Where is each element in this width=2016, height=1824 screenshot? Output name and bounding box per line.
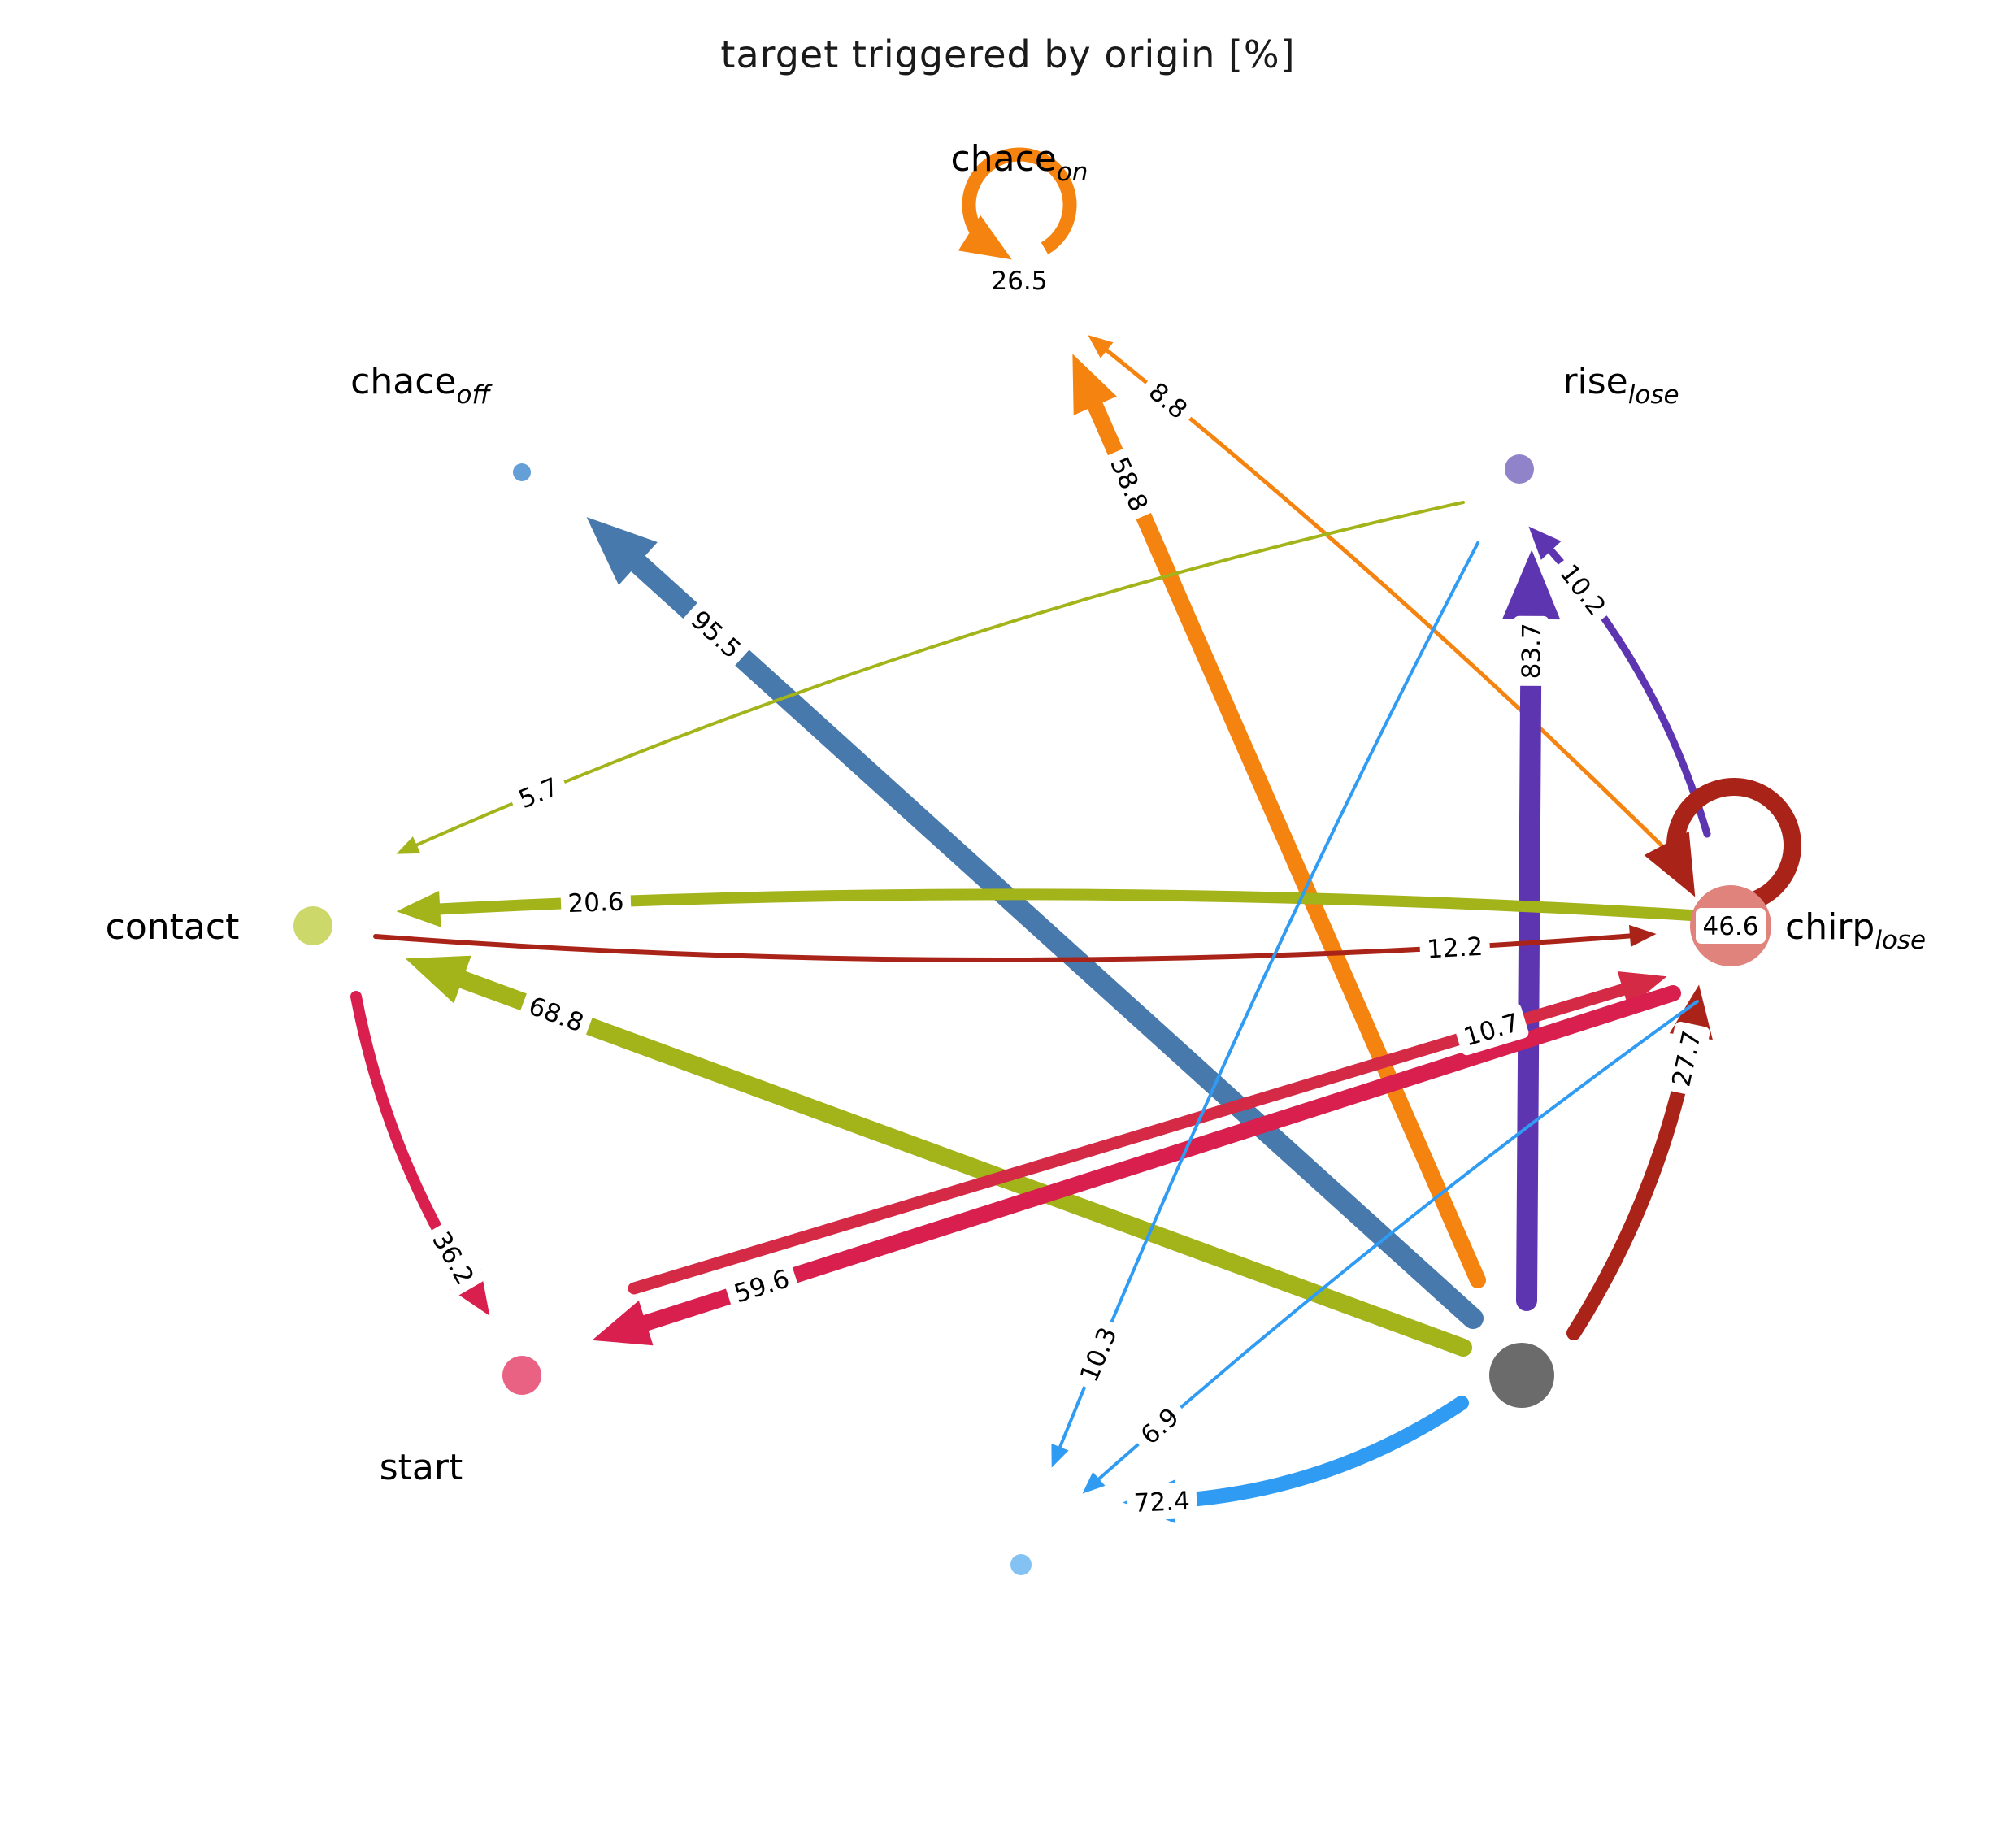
edge-node_gray-node_blue-value-label: 72.4 <box>1126 1482 1197 1521</box>
edge-label-box <box>1070 1317 1127 1392</box>
edge-chirp_lose-contact-value-label: 20.6 <box>560 883 632 922</box>
chart-title: target triggered by origin [%] <box>720 33 1296 76</box>
edge-label-box <box>560 883 632 922</box>
edges-layer <box>350 147 1801 1524</box>
edge-chirp_lose-contact-arrowhead <box>396 890 441 927</box>
edge-label-box <box>1549 553 1617 626</box>
node-label-contact: contact <box>106 906 240 948</box>
edge-rise_lose-contact-arrowhead <box>396 836 421 854</box>
edge-label-box <box>1419 927 1491 967</box>
edge-label-box <box>1513 615 1549 686</box>
edge-contact-chirp_lose-value-label: 12.2 <box>1419 927 1491 967</box>
edge-chirp_lose-chirp_lose-line <box>1666 778 1801 913</box>
edge-chirp_lose-rise_lose-arrowhead <box>1528 526 1562 560</box>
edge-label-text: 46.6 <box>1702 912 1758 941</box>
node-label-chirp_lose: chirplose <box>1785 906 1926 955</box>
edge-label-box <box>1137 371 1199 430</box>
edge-chace_on-chace_on-line <box>962 147 1077 255</box>
edge-node_gray-chace_on-arrowhead <box>1072 354 1117 415</box>
edge-chirp_lose-start-arrowhead <box>592 1300 654 1346</box>
edge-rise_lose-node_blue <box>1051 541 1479 1468</box>
edge-label-text: 12.2 <box>1426 932 1484 965</box>
edge-label-box <box>1453 1003 1529 1056</box>
edge-label-text: 20.6 <box>567 888 624 919</box>
node-rise_lose <box>1505 454 1534 484</box>
edge-rise_lose-contact-value-label: 5.7 <box>507 767 570 819</box>
edge-label-box <box>1101 446 1158 522</box>
edge-chirp_lose-start-value-label: 59.6 <box>724 1259 799 1313</box>
edge-node_gray-contact-value-label: 68.8 <box>519 987 594 1042</box>
edge-node_gray-rise_lose-line <box>1516 568 1542 1311</box>
edge-chirp_lose-node_blue-value-label: 6.9 <box>1128 1396 1191 1456</box>
edge-labels-layer: 26.58.858.810.283.795.55.720.668.812.210… <box>422 263 1766 1521</box>
edge-label-text: 26.5 <box>991 267 1047 296</box>
edge-chirp_lose-chirp_lose <box>1644 778 1801 913</box>
edge-chirp_lose-node_blue-arrowhead <box>1082 1471 1106 1494</box>
edge-chirp_lose-chace_on-value-label: 8.8 <box>1137 371 1199 430</box>
node-node_gray <box>1489 1343 1554 1408</box>
node-label-rise_lose: riselose <box>1562 361 1679 410</box>
edge-node_gray-rise_lose-value-label: 83.7 <box>1513 615 1549 686</box>
edge-label-box <box>724 1259 799 1313</box>
edge-label-box <box>507 767 570 819</box>
edge-rise_lose-node_blue-arrowhead <box>1051 1443 1069 1468</box>
edge-chirp_lose-chace_on-arrowhead <box>1088 335 1114 358</box>
edge-contact-chirp_lose-arrowhead <box>1628 924 1657 948</box>
edge-label-box <box>680 599 752 669</box>
edge-chace_on-chace_on-arrowhead <box>958 215 1012 260</box>
edge-rise_lose-node_blue-value-label: 10.3 <box>1070 1317 1127 1392</box>
node-start <box>502 1356 541 1395</box>
edge-label-box <box>984 263 1054 298</box>
node-label-start: start <box>380 1447 463 1488</box>
edge-chace_on-chace_on <box>958 147 1077 260</box>
node-label-chace_off: chaceoff <box>350 361 493 410</box>
node-label-chace_on: chaceon <box>951 138 1088 187</box>
edge-node_gray-chace_off-arrowhead <box>586 517 658 585</box>
edge-chirp_lose-chirp_lose-value-label: 46.6 <box>1696 908 1766 944</box>
node-contact <box>293 906 332 945</box>
edge-label-text: 72.4 <box>1133 1487 1191 1518</box>
edge-node_gray-rise_lose-arrowhead <box>1502 549 1561 620</box>
edge-label-box <box>1662 1021 1710 1096</box>
node-labels-layer: chaceon chaceoff riselose contact chirplose s… <box>106 138 1926 1488</box>
node-chace_off <box>513 463 531 481</box>
edge-node_gray-chace_on-value-label: 58.8 <box>1101 446 1158 522</box>
edge-chace_on-chace_on-value-label: 26.5 <box>984 263 1054 298</box>
edge-label-box <box>1126 1482 1197 1521</box>
edge-node_gray-contact-arrowhead <box>405 955 471 1004</box>
edge-label-box <box>519 987 594 1042</box>
edge-label-text: 83.7 <box>1517 623 1546 679</box>
edge-chirp_lose-chirp_lose-arrowhead <box>1644 831 1696 897</box>
edge-rise_lose-node_blue-line <box>1054 541 1479 1461</box>
node-node_blue <box>1010 1554 1032 1575</box>
edge-label-box <box>1696 908 1766 944</box>
edge-node_gray-chirp_lose-value-label: 27.7 <box>1662 1021 1710 1096</box>
edge-label-box <box>1128 1396 1191 1456</box>
edge-label-box <box>422 1221 484 1296</box>
